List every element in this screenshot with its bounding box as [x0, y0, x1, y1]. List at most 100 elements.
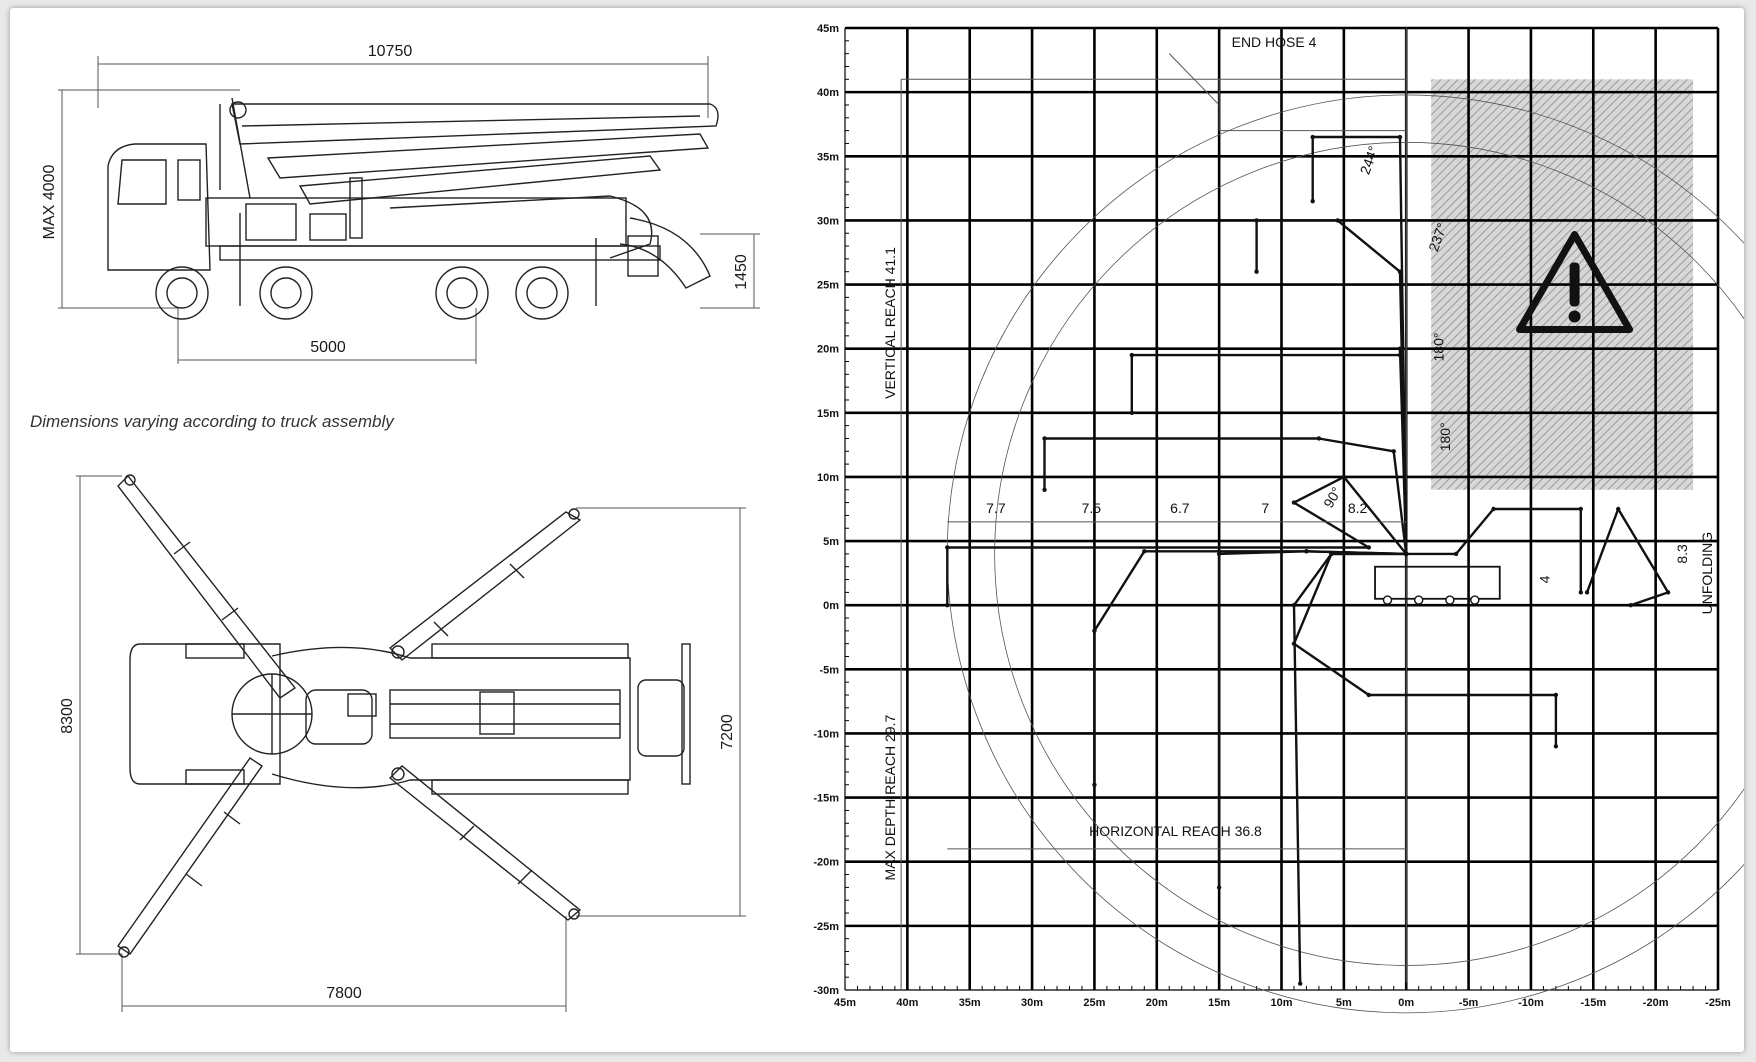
boom-joint	[1553, 744, 1559, 749]
dim-outrigger-width: 7800	[326, 985, 362, 1002]
x-tick-label: -5m	[1459, 997, 1479, 1009]
side-view-dimension-lines	[58, 56, 760, 364]
chart-grid	[844, 26, 1720, 991]
y-tick-label: 10m	[817, 472, 839, 484]
boom-joint	[1616, 506, 1621, 512]
truck-wheel	[1470, 595, 1480, 605]
boom-joint	[1404, 551, 1409, 557]
boom-joint	[1092, 782, 1097, 787]
boom-joint	[1216, 551, 1222, 557]
boom-position	[1292, 552, 1407, 984]
y-tick-label: -30m	[813, 985, 839, 997]
boom-joint	[1553, 692, 1559, 698]
x-tick-label: -20m	[1643, 997, 1669, 1009]
boom-joint	[1291, 603, 1297, 608]
y-tick-label: 25m	[817, 280, 839, 292]
section-length-label: 6.7	[1170, 500, 1190, 516]
y-tick-label: -15m	[813, 793, 839, 805]
boom-joint	[1129, 410, 1135, 415]
y-tick-label: 40m	[817, 87, 839, 99]
y-tick-label: 5m	[823, 536, 839, 548]
warning-icon	[1516, 231, 1634, 334]
truck-side-view	[107, 97, 719, 320]
end-hose-leader	[1168, 53, 1220, 106]
y-tick-label: -10m	[813, 728, 839, 740]
x-tick-label: 5m	[1336, 997, 1352, 1009]
boom-joint	[1254, 269, 1259, 274]
y-tick-label: 20m	[817, 344, 839, 356]
label-base-height: 4	[1537, 575, 1553, 583]
truck-wheel	[1445, 595, 1455, 605]
y-tick-label: 30m	[817, 215, 839, 227]
boom-joint	[1316, 436, 1322, 441]
label-max-depth-reach: MAX DEPTH REACH 29.7	[882, 715, 898, 881]
section-length-label: 8.2	[1348, 500, 1368, 516]
top-view-dimension-lines	[76, 475, 746, 1012]
dimensions-note: Dimensions varying according to truck as…	[30, 412, 395, 431]
y-tick-label: -20m	[813, 857, 839, 869]
section-length-label: 7	[1261, 500, 1269, 516]
boom-positions	[900, 53, 1744, 1014]
boom-joint	[1254, 218, 1259, 223]
x-tick-label: -10m	[1518, 997, 1544, 1009]
dim-outrigger-span-front: 8300	[59, 698, 76, 734]
boom-joint	[1366, 692, 1372, 698]
dim-rear-height: 1450	[733, 254, 750, 290]
joint-angle-label: 244°	[1357, 144, 1382, 177]
x-tick-label: 20m	[1146, 997, 1168, 1009]
boom-joint	[1092, 628, 1097, 634]
boom-position	[1130, 347, 1408, 554]
boom-joint	[1584, 590, 1590, 595]
truck-wheel	[1413, 595, 1424, 605]
boom-joint	[1142, 549, 1147, 554]
x-tick-label: 35m	[959, 997, 981, 1009]
boom-joint	[1397, 134, 1403, 140]
x-tick-label: 30m	[1021, 997, 1043, 1009]
joint-angle-label: 180°	[1437, 422, 1453, 451]
boom-position	[1292, 552, 1558, 747]
boom-joint	[1491, 506, 1496, 512]
boom-joint	[1216, 885, 1222, 890]
boom-joint	[1391, 449, 1396, 454]
label-unfolding-height: 8.3	[1674, 544, 1690, 564]
boom-position	[1406, 507, 1582, 593]
label-horizontal-reach: HORIZONTAL REACH 36.8	[1089, 823, 1262, 839]
dim-overall-length: 10750	[368, 43, 413, 60]
boom-joint	[1628, 603, 1633, 608]
boom-joint	[945, 603, 950, 608]
label-end-hose: END HOSE 4	[1232, 34, 1317, 50]
boom-position	[1311, 135, 1408, 554]
boom-position	[946, 475, 1408, 606]
y-tick-label: 45m	[817, 23, 839, 35]
boom-joint	[1298, 981, 1303, 986]
truck-top-view	[117, 474, 691, 958]
boom-joint	[1397, 269, 1403, 274]
boom-joint	[1329, 551, 1334, 557]
x-tick-label: 0m	[1398, 997, 1414, 1009]
y-tick-label: 35m	[817, 151, 839, 163]
x-tick-label: -25m	[1705, 997, 1731, 1009]
y-tick-label: -25m	[813, 921, 839, 933]
truck-dimension-drawings: 10750 MAX 4000 5000 1450 Dimensions vary…	[30, 43, 760, 1012]
boom-joint	[1397, 352, 1403, 358]
truck-wheel	[1382, 595, 1393, 605]
x-tick-label: 40m	[896, 997, 918, 1009]
label-unfolding: UNFOLDING	[1699, 532, 1715, 614]
joint-angle-label: 180°	[1431, 333, 1447, 362]
label-vertical-reach: VERTICAL REACH 41.1	[882, 247, 898, 399]
warning-triangle	[1516, 231, 1634, 334]
y-tick-label: -5m	[819, 664, 839, 676]
boom-joint	[1397, 346, 1403, 351]
y-tick-label: 0m	[823, 600, 839, 612]
boom-joint	[1291, 641, 1297, 646]
truck-silhouette	[1374, 565, 1501, 600]
y-tick-label: 15m	[817, 408, 839, 420]
section-length-label: 7.7	[986, 500, 1006, 516]
x-tick-label: 45m	[834, 997, 856, 1009]
dim-wheelbase: 5000	[310, 339, 346, 356]
warning-dot	[1568, 310, 1581, 323]
boom-joint	[1366, 545, 1372, 550]
